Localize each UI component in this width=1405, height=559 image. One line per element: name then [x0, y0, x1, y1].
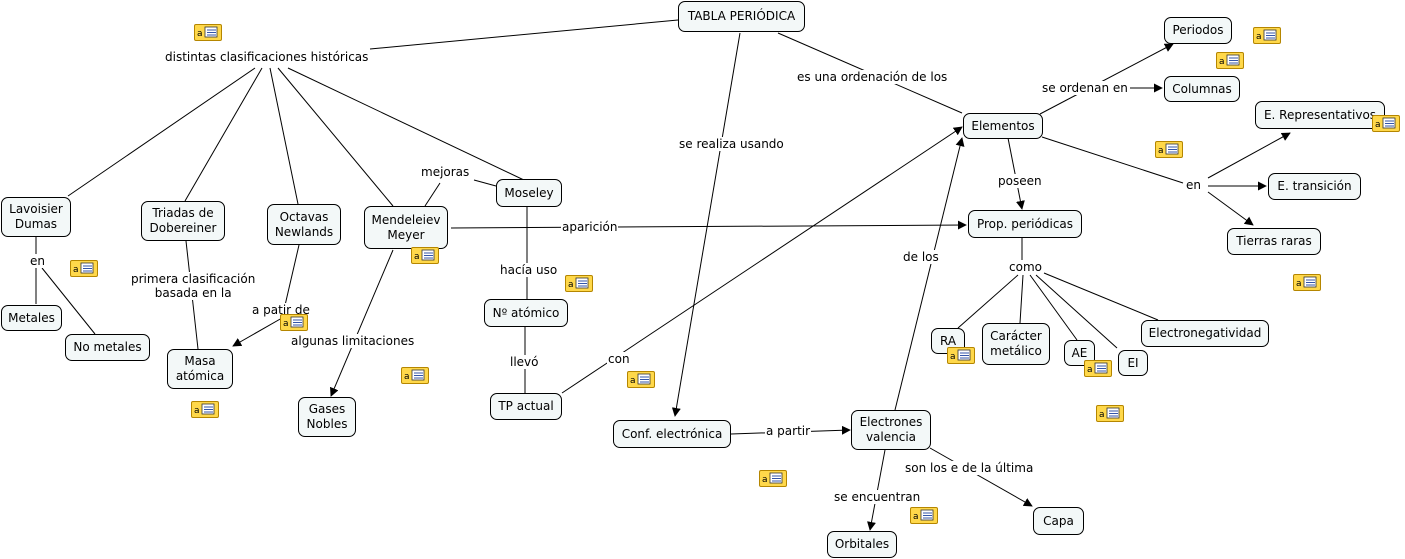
label-poseen: poseen [997, 174, 1043, 188]
svg-text:a: a [404, 372, 410, 382]
label-de-los: de los [902, 250, 940, 264]
note-resource-icon[interactable]: a [411, 247, 439, 264]
label-con: con [607, 352, 631, 366]
node-metales[interactable]: Metales [1, 305, 62, 331]
label-aparicion: aparición [561, 220, 619, 234]
node-tierras-raras[interactable]: Tierras raras [1227, 228, 1321, 255]
node-prop-periodicas[interactable]: Prop. periódicas [968, 210, 1082, 238]
svg-text:a: a [414, 252, 420, 262]
label-son-los-e: son los e de la última [904, 461, 1035, 475]
label-algunas-limitaciones: algunas limitaciones [290, 334, 416, 348]
node-e-transicion[interactable]: E. transición [1268, 173, 1361, 200]
note-resource-icon[interactable]: a [1155, 141, 1183, 158]
label-como: como [1008, 260, 1043, 274]
node-gases-nobles[interactable]: Gases Nobles [298, 397, 356, 437]
note-resource-icon[interactable]: a [1253, 27, 1281, 44]
label-en-lavoisier: en [29, 254, 46, 268]
node-masa-atomica[interactable]: Masa atómica [167, 349, 233, 389]
node-octavas-newlands[interactable]: Octavas Newlands [267, 204, 341, 245]
node-numero-atomico[interactable]: Nº atómico [484, 299, 568, 327]
note-resource-icon[interactable]: a [565, 275, 593, 292]
note-resource-icon[interactable]: a [401, 367, 429, 384]
svg-text:a: a [630, 376, 636, 386]
label-primera-clasificacion: primera clasificación basada en la [130, 272, 257, 300]
node-mendeleiev-meyer[interactable]: Mendeleiev Meyer [364, 206, 448, 249]
node-capa[interactable]: Capa [1033, 507, 1084, 535]
label-a-patir-de: a patir de [251, 303, 311, 317]
node-electrones-valencia[interactable]: Electrones valencia [851, 410, 931, 450]
node-periodos[interactable]: Periodos [1164, 17, 1232, 44]
label-distintas-clasificaciones: distintas clasificaciones históricas [164, 50, 370, 64]
label-a-partir: a partir [765, 424, 812, 438]
note-resource-icon[interactable]: a [1293, 274, 1321, 291]
node-lavoisier-dumas[interactable]: Lavoisier Dumas [1, 197, 71, 237]
svg-text:a: a [283, 319, 289, 329]
label-se-encuentran: se encuentran [833, 490, 922, 504]
note-resource-icon[interactable]: a [1096, 405, 1124, 422]
note-resource-icon[interactable]: a [947, 347, 975, 364]
label-llevo: llevó [509, 355, 540, 369]
note-resource-icon[interactable]: a [910, 507, 938, 524]
label-hacia-uso: hacía uso [499, 263, 559, 277]
note-resource-icon[interactable]: a [70, 260, 98, 277]
node-tabla-periodica[interactable]: TABLA PERIÓDICA [678, 1, 805, 32]
node-ei[interactable]: EI [1118, 350, 1148, 376]
svg-text:a: a [1158, 146, 1164, 156]
node-columnas[interactable]: Columnas [1164, 76, 1240, 102]
node-elementos[interactable]: Elementos [963, 113, 1043, 139]
node-caracter-metalico[interactable]: Carácter metálico [982, 323, 1050, 365]
note-resource-icon[interactable]: a [1372, 115, 1400, 132]
note-resource-icon[interactable]: a [627, 371, 655, 388]
node-electronegatividad[interactable]: Electronegatividad [1141, 320, 1269, 347]
svg-text:a: a [762, 475, 768, 485]
svg-text:a: a [1256, 32, 1262, 42]
svg-text:a: a [1087, 365, 1093, 375]
svg-text:a: a [1375, 120, 1381, 130]
label-se-ordenan-en: se ordenan en [1041, 81, 1129, 95]
label-se-realiza-usando: se realiza usando [678, 137, 785, 151]
node-triadas-dobereiner[interactable]: Triadas de Dobereiner [141, 201, 225, 241]
svg-text:a: a [913, 512, 919, 522]
node-moseley[interactable]: Moseley [496, 179, 562, 207]
label-mejoras: mejoras [420, 165, 471, 179]
svg-text:a: a [73, 265, 79, 275]
note-resource-icon[interactable]: a [191, 401, 219, 418]
note-resource-icon[interactable]: a [759, 470, 787, 487]
svg-text:a: a [568, 280, 574, 290]
node-conf-electronica[interactable]: Conf. electrónica [613, 420, 731, 448]
svg-text:a: a [1219, 57, 1225, 67]
label-ordenacion: es una ordenación de los [796, 70, 949, 84]
svg-text:a: a [194, 406, 200, 416]
note-resource-icon[interactable]: a [1216, 52, 1244, 69]
node-tp-actual[interactable]: TP actual [490, 393, 562, 420]
label-en-elementos: en [1185, 178, 1202, 192]
note-resource-icon[interactable]: a [1084, 360, 1112, 377]
svg-text:a: a [197, 29, 203, 39]
note-resource-icon[interactable]: a [280, 314, 308, 331]
svg-text:a: a [1099, 410, 1105, 420]
node-e-representativos[interactable]: E. Representativos [1255, 101, 1385, 129]
svg-text:a: a [950, 352, 956, 362]
svg-text:a: a [1296, 279, 1302, 289]
note-resource-icon[interactable]: a [194, 24, 222, 41]
node-orbitales[interactable]: Orbitales [827, 531, 897, 558]
node-no-metales[interactable]: No metales [65, 334, 150, 361]
